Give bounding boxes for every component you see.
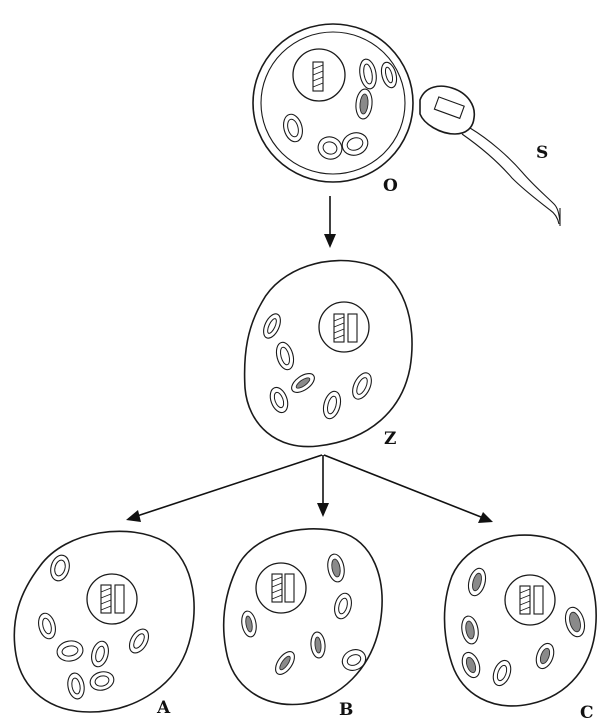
oocyte-mitochondrion xyxy=(341,132,369,156)
maternal-chromosome xyxy=(114,584,125,614)
sperm-tail-lower xyxy=(461,133,560,225)
maternal-chromosome xyxy=(533,585,544,615)
label-cell-b: B xyxy=(339,700,353,720)
oocyte-mitochondrion xyxy=(380,61,398,89)
zygote-mitochondrion xyxy=(269,386,289,414)
arrow-to-b xyxy=(317,455,329,517)
paternal-chromosome xyxy=(312,61,324,92)
paternal-chromosome xyxy=(100,584,112,614)
oocyte-mitochondrion-dark xyxy=(355,88,373,120)
cell-c-mitochondrion-dark xyxy=(467,567,487,597)
cell-a-mitochondrion xyxy=(56,640,84,662)
arrow-to-a xyxy=(126,454,323,522)
cell-b-mitochondrion xyxy=(327,553,345,583)
cell-b-mitochondrion-dark xyxy=(310,631,326,659)
oocyte-inner-membrane xyxy=(260,31,406,175)
sperm xyxy=(419,85,561,226)
label-zygote: Z xyxy=(384,429,396,449)
label-sperm: S xyxy=(536,143,548,163)
oocyte-mitochondrion xyxy=(283,113,303,143)
cell-b-mitochondrion-dark xyxy=(241,610,257,638)
maternal-chromosome xyxy=(347,313,358,343)
cell-c-nucleus xyxy=(504,574,556,626)
cell-a-mitochondrion xyxy=(38,612,56,640)
cell-c-mitochondrion xyxy=(492,659,512,687)
cell-a-mitochondrion xyxy=(89,671,115,691)
cell-a-mitochondrion xyxy=(128,628,150,654)
paternal-chromosome xyxy=(271,573,283,603)
oocyte-mitochondrion xyxy=(317,136,343,160)
zygote-mitochondrion xyxy=(322,390,342,420)
sperm-tail-upper xyxy=(469,127,561,223)
cell-b-nucleus xyxy=(255,562,307,614)
paternal-chromosome xyxy=(333,313,345,343)
cell-a-mitochondrion xyxy=(91,640,109,668)
zygote-nucleus xyxy=(318,301,370,353)
cell-a-nucleus xyxy=(86,573,138,625)
cell-b-mitochondrion xyxy=(341,649,367,671)
cell-b-mitochondrion xyxy=(334,592,352,620)
oocyte xyxy=(252,23,414,183)
cell-a xyxy=(13,530,195,713)
label-cell-a: A xyxy=(156,698,171,718)
label-cell-c: C xyxy=(580,703,594,723)
maternal-chromosome xyxy=(284,573,295,603)
cell-b xyxy=(222,528,383,706)
cell-c-mitochondrion-dark xyxy=(461,651,481,679)
cell-a-mitochondrion xyxy=(67,672,85,700)
label-oocyte: O xyxy=(383,176,398,196)
cell-b-mitochondrion-dark xyxy=(275,651,295,675)
cell-c xyxy=(443,534,597,707)
zygote-mitochondrion-dark xyxy=(291,373,315,393)
arrow-to-c xyxy=(323,454,493,523)
paternal-chromosome xyxy=(519,585,531,615)
cell-c-mitochondrion-dark xyxy=(461,615,479,645)
zygote-mitochondrion xyxy=(352,372,372,400)
zygote xyxy=(243,259,413,448)
sperm-chromosome xyxy=(433,96,465,120)
zygote-mitochondrion xyxy=(275,341,295,371)
arrow-fertilization xyxy=(324,196,336,248)
zygote-mitochondrion xyxy=(263,313,281,339)
cell-a-mitochondrion xyxy=(50,554,70,582)
oocyte-nucleus xyxy=(292,48,346,102)
oocyte-mitochondrion xyxy=(359,58,377,90)
cell-c-mitochondrion-dark xyxy=(564,606,586,638)
cell-c-mitochondrion-dark xyxy=(535,642,555,670)
